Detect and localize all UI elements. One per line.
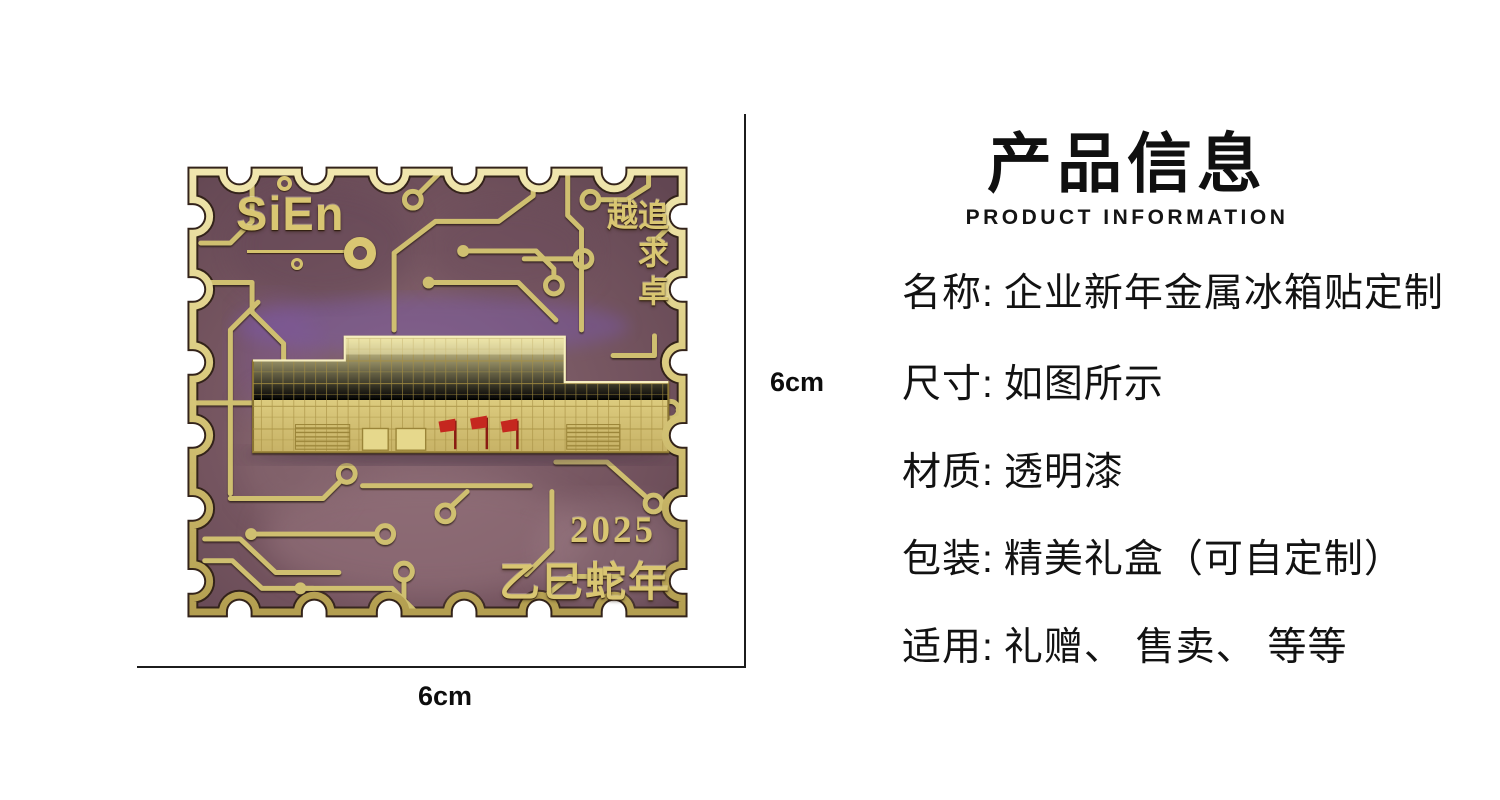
spec-value: 精美礼盒（可自定制） [1003, 538, 1404, 581]
stamp-zodiac-label: 乙巳蛇年 [499, 559, 671, 605]
product-photo: SiEn 追求卓越 2025 乙巳蛇年 6cm 6cm [137, 114, 825, 711]
logo-pin-icon [277, 176, 292, 191]
info-header: 产品信息 PRODUCT INFORMATION [950, 131, 1304, 230]
dimension-width-label: 6cm [417, 681, 473, 711]
spec-label: 材质: [902, 451, 994, 494]
page-title: 产品信息 [986, 129, 1267, 201]
spec-label: 名称: [902, 272, 994, 315]
logo-underline [247, 250, 346, 253]
spec-label: 包装: [902, 538, 994, 581]
spec-label: 适用: [902, 626, 994, 669]
spec-row-packaging: 包装:精美礼盒（可自定制） [902, 528, 1404, 584]
spec-row-usage: 适用:礼赠、 售卖、 等等 [902, 616, 1348, 672]
page-subtitle: PRODUCT INFORMATION [965, 206, 1289, 230]
spec-row-size: 尺寸:如图所示 [902, 353, 1164, 409]
building-illustration [241, 335, 672, 465]
dimension-line-vertical [744, 114, 746, 667]
dimension-line-horizontal [137, 666, 746, 668]
stamp-magnet-graphic [185, 148, 690, 636]
spec-value: 企业新年金属冰箱贴定制 [1003, 272, 1444, 315]
spec-row-name: 名称:企业新年金属冰箱贴定制 [902, 262, 1444, 318]
logo-node-icon [291, 258, 303, 270]
red-flags [438, 415, 519, 450]
brand-logo: SiEn [236, 187, 345, 240]
spec-label: 尺寸: [902, 363, 994, 406]
spec-value: 透明漆 [1003, 451, 1124, 494]
logo-ring-icon [344, 237, 376, 269]
dimension-height-label: 6cm [770, 367, 825, 397]
spec-value: 如图所示 [1003, 363, 1164, 406]
circuit-traces [192, 172, 683, 612]
stamp-slogan: 追求卓越 [602, 199, 668, 313]
stamp-year: 2025 [570, 510, 656, 551]
spec-row-material: 材质:透明漆 [902, 441, 1124, 497]
spec-value: 礼赠、 售卖、 等等 [1003, 626, 1348, 669]
